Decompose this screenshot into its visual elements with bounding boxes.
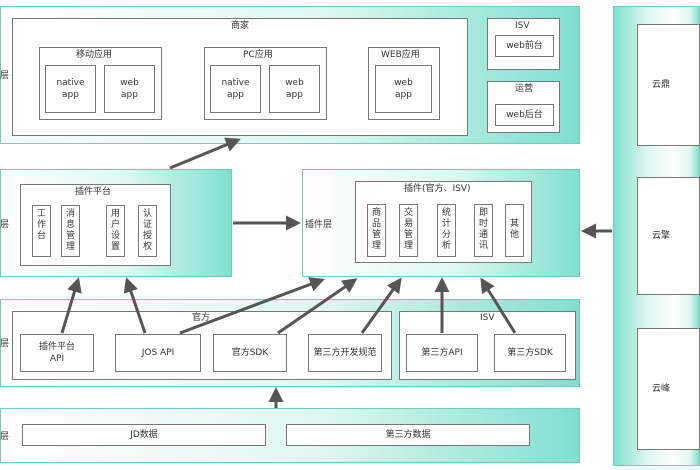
plugin-platform-title: 插件平台 — [75, 187, 112, 197]
web-app-title: WEB应用 — [381, 50, 420, 60]
third-party-sdk: 第三方SDK — [494, 334, 566, 372]
official-sdk: 官方SDK — [213, 334, 287, 372]
mobile-app-title: 移动应用 — [76, 50, 113, 60]
plugin-platform-auth: 认证授权 — [138, 205, 157, 257]
mobile-native-app: native app — [45, 65, 96, 113]
cloud-label-yunqing: 云擎 — [652, 231, 671, 241]
arrow-platform-to-merchant — [169, 137, 241, 170]
application-layer-label: 层 — [0, 71, 10, 81]
official-plugin-platform-api: 插件平台 API — [20, 334, 94, 372]
plugin-platform-message-mgmt: 消息管理 — [61, 205, 80, 257]
cloud-box-yunding: 云鼎 — [637, 24, 700, 146]
arrow-sdk-to-plugin — [277, 278, 358, 335]
plugin-trade-mgmt: 交易管理 — [399, 204, 418, 257]
isv-web-frontend: web前台 — [495, 35, 554, 57]
isv-top-title: ISV — [515, 21, 530, 31]
ops-title: 运营 — [515, 84, 534, 94]
plugin-platform-workbench: 工作台 — [32, 205, 51, 257]
cloud-label-yunding: 云鼎 — [652, 80, 671, 90]
plugin-goods-mgmt: 商品管理 — [367, 204, 386, 257]
pc-native-app: native app — [210, 65, 261, 113]
plugin-other: 其他 — [505, 204, 524, 257]
mobile-web-app: web app — [104, 65, 155, 113]
third-party-api: 第三方API — [406, 334, 478, 372]
plugin-im: 即时通讯 — [474, 204, 493, 257]
arrow-jos-to-platform — [123, 277, 147, 334]
official-title: 官方 — [192, 313, 211, 323]
third-party-data: 第三方数据 — [286, 424, 530, 446]
ops-web-backend: web后台 — [495, 104, 554, 126]
pc-app-title: PC应用 — [243, 50, 273, 60]
arrow-spec-to-plugin — [360, 277, 402, 334]
arrow-jos-to-plugin — [179, 277, 325, 335]
jd-data: JD数据 — [22, 424, 266, 446]
cloud-box-yunfeng: 云峰 — [637, 328, 700, 450]
arrow-tpsdk-to-plugin — [480, 277, 517, 334]
merchant-title: 商家 — [231, 21, 250, 31]
plugin-statistics: 统计分析 — [437, 204, 456, 257]
third-party-dev-spec: 第三方开发规范 — [308, 334, 382, 372]
plugin-platform-user-settings: 用户设置 — [106, 205, 125, 257]
web-web-app: web app — [375, 65, 432, 113]
pc-web-app: web app — [269, 65, 320, 113]
arrow-platform-api-to-platform — [60, 277, 82, 334]
plugin-layer-title: 插件(官方、ISV) — [404, 184, 471, 194]
data-layer-side-label: 层 — [0, 432, 10, 442]
plugin-platform-side-label: 层 — [0, 220, 10, 230]
plugin-layer-side-label: 插件层 — [305, 220, 333, 230]
api-layer-side-label: 层 — [0, 339, 10, 349]
cloud-label-yunfeng: 云峰 — [652, 384, 671, 394]
isv-bottom-title: ISV — [480, 313, 495, 323]
official-jos-api: JOS API — [115, 334, 201, 372]
